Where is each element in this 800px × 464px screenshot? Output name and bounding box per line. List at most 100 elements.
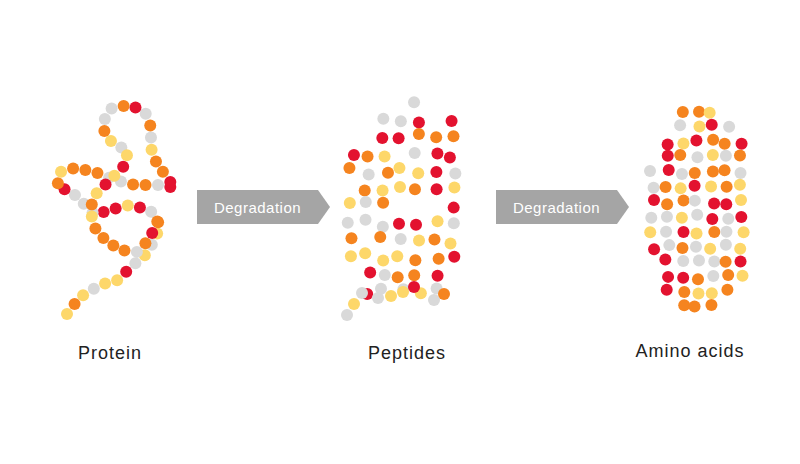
amino-acid-dot [117,161,129,173]
amino-acid-dot [662,138,674,150]
amino-acid-dot [55,166,67,178]
amino-acid-dot [391,250,403,262]
amino-acid-dot [393,162,405,174]
amino-acid-dot [395,233,407,245]
amino-acid-dot [52,177,64,189]
amino-acid-dot [377,184,389,196]
amino-acid-dot [372,292,384,304]
amino-acid-dot [91,187,103,199]
amino-acid-dot [121,149,133,161]
amino-acid-dot [100,178,112,190]
amino-acid-dot [144,119,156,131]
amino-acid-dot [734,243,746,255]
amino-acid-dot [659,254,671,266]
amino-acid-dot [377,254,389,266]
amino-acid-dot [677,137,689,149]
amino-acid-dot [448,202,460,214]
amino-acid-dot [689,195,701,207]
amino-acid-dot [98,206,110,218]
amino-acid-dot [705,180,717,192]
amino-acid-dot [707,166,719,178]
amino-acid-dot [691,151,703,163]
amino-acid-dot [734,149,746,161]
amino-acid-dot [432,270,444,282]
amino-acid-dot [433,253,445,265]
amino-acid-dot [721,181,733,193]
amino-acid-dot [644,165,656,177]
amino-acid-dot [364,266,376,278]
amino-acid-dot [377,113,389,125]
amino-acid-dot [134,201,146,213]
amino-acid-dot [118,244,130,256]
amino-acid-dot [444,151,456,163]
amino-acid-dot [99,278,111,290]
amino-acid-dot [382,167,394,179]
protein-chain [52,100,176,320]
amino-acid-dot [719,164,731,176]
amino-acid-dot [77,289,89,301]
amino-acid-dot [689,167,701,179]
amino-acid-dot [445,237,457,249]
amino-acid-dot [706,287,718,299]
amino-acid-dot [374,231,386,243]
amino-acid-dot [157,166,169,178]
amino-acid-dot [348,149,360,161]
amino-acid-dot [61,308,73,320]
amino-acid-dot [409,183,421,195]
amino-acid-dot [721,284,733,296]
amino-acid-dot [107,240,119,252]
amino-acid-dot [392,271,404,283]
amino-acid-dot [151,216,163,228]
amino-acid-dot [140,108,152,120]
amino-acid-dot [660,226,672,238]
amino-acid-dot [674,119,686,131]
amino-acid-dot [675,182,687,194]
amino-acid-dot [413,128,425,140]
step-label: Degradation [496,199,617,216]
process-arrow: Degradation [197,190,330,224]
amino-acid-dot [720,239,732,251]
amino-acid-dot [360,214,372,226]
amino-acid-dot [67,163,79,175]
stage-label: Amino acids [635,341,744,362]
amino-acid-dot [344,197,356,209]
amino-acid-dot [363,169,375,181]
amino-acid-dot [408,96,420,108]
amino-acid-dot [69,189,81,201]
amino-acid-dot [676,168,688,180]
amino-acid-dot [343,162,355,174]
amino-acid-dot [704,243,716,255]
amino-acid-dot [677,255,689,267]
amino-acid-dot [345,232,357,244]
amino-acid-dot [139,237,151,249]
amino-acid-dot [122,200,134,212]
amino-acid-dot [385,290,397,302]
amino-acid-dot [689,300,701,312]
amino-acid-pile [644,106,750,313]
amino-acid-dot [79,164,91,176]
amino-acid-dot [379,269,391,281]
amino-acid-dot [409,254,421,266]
amino-acid-dot [677,272,689,284]
arrow-fill [496,190,629,224]
amino-acid-dot [446,115,458,127]
amino-acid-dot [129,257,141,269]
amino-acid-dot [676,242,688,254]
amino-acid-dot [448,251,460,263]
amino-acid-dot [704,107,716,119]
amino-acid-dot [152,179,164,191]
amino-acid-dot [735,194,747,206]
amino-acid-dot [692,288,704,300]
amino-acid-dot [120,266,132,278]
amino-acid-dot [706,213,718,225]
amino-acid-dot [140,179,152,191]
amino-acid-dot [648,243,660,255]
amino-acid-dot [438,288,450,300]
amino-acid-dot [678,226,690,238]
amino-acid-dot [693,255,705,267]
amino-acid-dot [146,144,158,156]
amino-acid-dot [348,298,360,310]
amino-acid-dot [91,167,103,179]
amino-acid-dot [97,232,109,244]
